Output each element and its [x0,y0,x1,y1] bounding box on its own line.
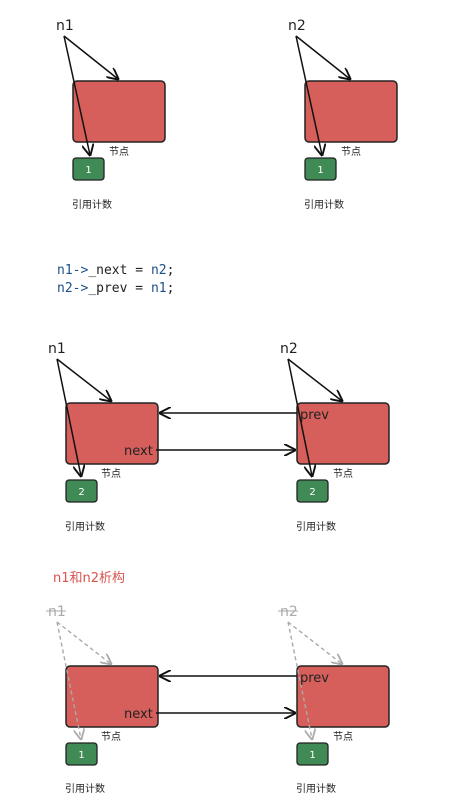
ref-count-value-n1: 2 [78,487,84,498]
variable-n1-label: n1 [48,341,66,357]
node-box-n1 [65,665,159,728]
node-box-n2 [296,665,390,728]
arrow-n2-to-node [295,35,350,79]
prev-pointer-label: prev [300,408,329,423]
ref-count-label-n2: 引用计数 [296,782,336,795]
arrow-n2-to-count [287,358,312,476]
section-3: n1和n2析构 n1 next 节点 1 引用计数 n2 prev 节点 1 引… [46,571,390,795]
prev-pointer-label: prev [300,671,329,686]
node-label-n2: 节点 [333,731,353,743]
destruct-title: n1和n2析构 [53,571,125,586]
ref-count-value-n1: 1 [85,165,91,176]
ref-count-box-n2 [296,479,329,503]
ref-count-value-n1: 1 [78,750,84,761]
variable-n1-label-destroyed: n1 [48,604,66,620]
node-label-n2: 节点 [333,468,353,480]
ref-count-box-n1 [72,157,105,181]
variable-n2-label: n2 [280,341,298,357]
next-pointer-label: next [124,444,153,459]
ref-count-label-n1: 引用计数 [65,520,105,533]
arrow-n1-to-node-released [56,621,111,664]
variable-n2-label-destroyed: n2 [280,604,298,620]
ref-count-value-n2: 1 [309,750,315,761]
node-label-n1: 节点 [101,468,121,480]
ref-count-value-n2: 2 [309,487,315,498]
next-pointer-label: next [124,707,153,722]
node-label-n1: 节点 [109,146,129,158]
section-1: n1 节点 1 引用计数 n2 节点 1 引用计数 [56,18,398,211]
arrow-n1-to-node [56,358,111,401]
arrow-n2-to-count-released [287,621,312,739]
ref-count-label-n2: 引用计数 [296,520,336,533]
arrow-n1-to-count-released [56,621,81,739]
arrow-n2-to-node-released [287,621,342,664]
ref-count-label-n1: 引用计数 [72,198,112,211]
arrow-n2-to-node [287,358,342,401]
ref-count-label-n1: 引用计数 [65,782,105,795]
node-label-n2: 节点 [341,146,361,158]
arrow-n1-to-count [56,358,81,476]
code-line-2: n2->_prev = n1; [57,281,174,296]
section-2: n1 next 节点 2 引用计数 n2 prev 节点 2 引用计数 [48,341,390,533]
arrow-n2-to-count [295,35,322,155]
ref-count-box-n2 [296,742,329,766]
node-label-n1: 节点 [101,731,121,743]
ref-count-box-n1 [65,742,98,766]
node-box-n1 [72,80,166,143]
ref-count-label-n2: 引用计数 [304,198,344,211]
ref-count-value-n2: 1 [317,165,323,176]
arrow-n1-to-count [63,35,90,155]
code-line-1: n1->_next = n2; [57,263,174,278]
node-box-n2 [304,80,398,143]
code-block: n1->_next = n2; n2->_prev = n1; [57,263,174,296]
arrow-n1-to-node [63,35,118,79]
ref-count-box-n1 [65,479,98,503]
ref-count-box-n2 [304,157,337,181]
variable-n1-label: n1 [56,18,74,34]
variable-n2-label: n2 [288,18,306,34]
